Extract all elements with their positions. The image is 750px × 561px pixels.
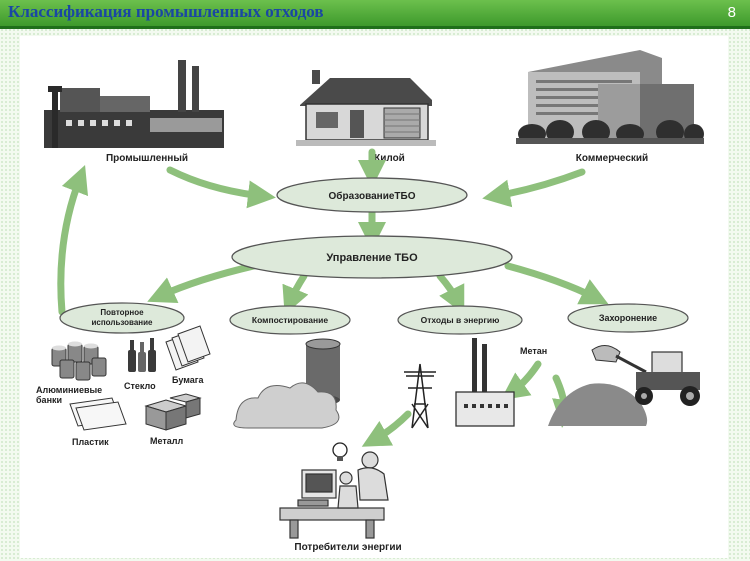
source-label-residential: Жилой: [370, 153, 405, 164]
generation-label: ОбразованиеТБО: [329, 190, 416, 202]
title-bar: [0, 0, 750, 26]
waste-to-energy-ellipse: [397, 305, 523, 335]
waste-to-energy-label: Отходы в энергию: [421, 315, 500, 325]
material-label-plastic: Пластик: [72, 437, 109, 447]
consumers-label: Потребители энергии: [294, 541, 401, 553]
page-number: 8: [727, 4, 736, 21]
arrow-management-to-landfill: [504, 262, 609, 305]
source-label-commercial: Коммерческий: [576, 153, 648, 164]
composting-label: Компостирование: [252, 315, 328, 325]
office-building-illustration: [516, 50, 704, 144]
arrow-management-to-reuse: [147, 260, 266, 304]
material-label-metal: Металл: [150, 436, 184, 446]
reuse-label-line1: Повторное: [100, 308, 144, 317]
source-label-industrial: Промышленный: [106, 153, 188, 164]
arrow-management-to-energy: [436, 272, 465, 315]
landfill-ellipse: [567, 303, 689, 333]
slide-title: Классификация промышленных отходов: [8, 2, 324, 21]
lightbulb-icon: [332, 442, 348, 461]
material-label-glass: Стекло: [124, 381, 156, 391]
house-illustration: [296, 70, 436, 146]
people-at-computer-icon: [337, 451, 389, 509]
arrow-power-to-consumers: [361, 410, 412, 447]
factory-illustration: [44, 60, 224, 148]
arrow-industrial-to-generation: [166, 166, 276, 209]
metal-cubes-icon: [144, 393, 202, 431]
bulldozer-icon: [591, 345, 700, 406]
composting-ellipse: [229, 305, 351, 335]
transmission-tower-icon: [404, 363, 436, 429]
plastic-sheets-icon: [69, 397, 127, 431]
paper-stack-icon: [165, 325, 211, 371]
reuse-ellipse: [59, 302, 185, 334]
glass-bottles-icon: [128, 338, 156, 372]
aluminum-cans-icon: [51, 341, 107, 381]
material-label-paper: Бумага: [172, 375, 205, 385]
computer-workstation-icon: [279, 469, 385, 539]
material-label-aluminum-line2: банки: [36, 395, 62, 405]
management-ellipse: [231, 235, 513, 279]
landfill-mound-icon: [548, 383, 648, 426]
generation-ellipse: [276, 177, 468, 213]
arrow-management-to-composting: [282, 272, 309, 315]
methane-label: Метан: [520, 346, 547, 356]
power-plant-icon: [455, 338, 515, 427]
arrow-reuse-to-industrial: [57, 164, 89, 316]
management-label: Управление ТБО: [326, 252, 418, 264]
compost-pile-icon: [233, 382, 340, 429]
title-bar-underline: [0, 26, 750, 29]
landfill-label: Захоронение: [599, 313, 657, 323]
material-label-aluminum-line1: Алюминиевые: [36, 385, 102, 395]
reuse-label-line2: использование: [91, 318, 153, 327]
arrow-commercial-to-generation: [482, 168, 586, 208]
arrow-methane-to-power: [500, 360, 542, 401]
